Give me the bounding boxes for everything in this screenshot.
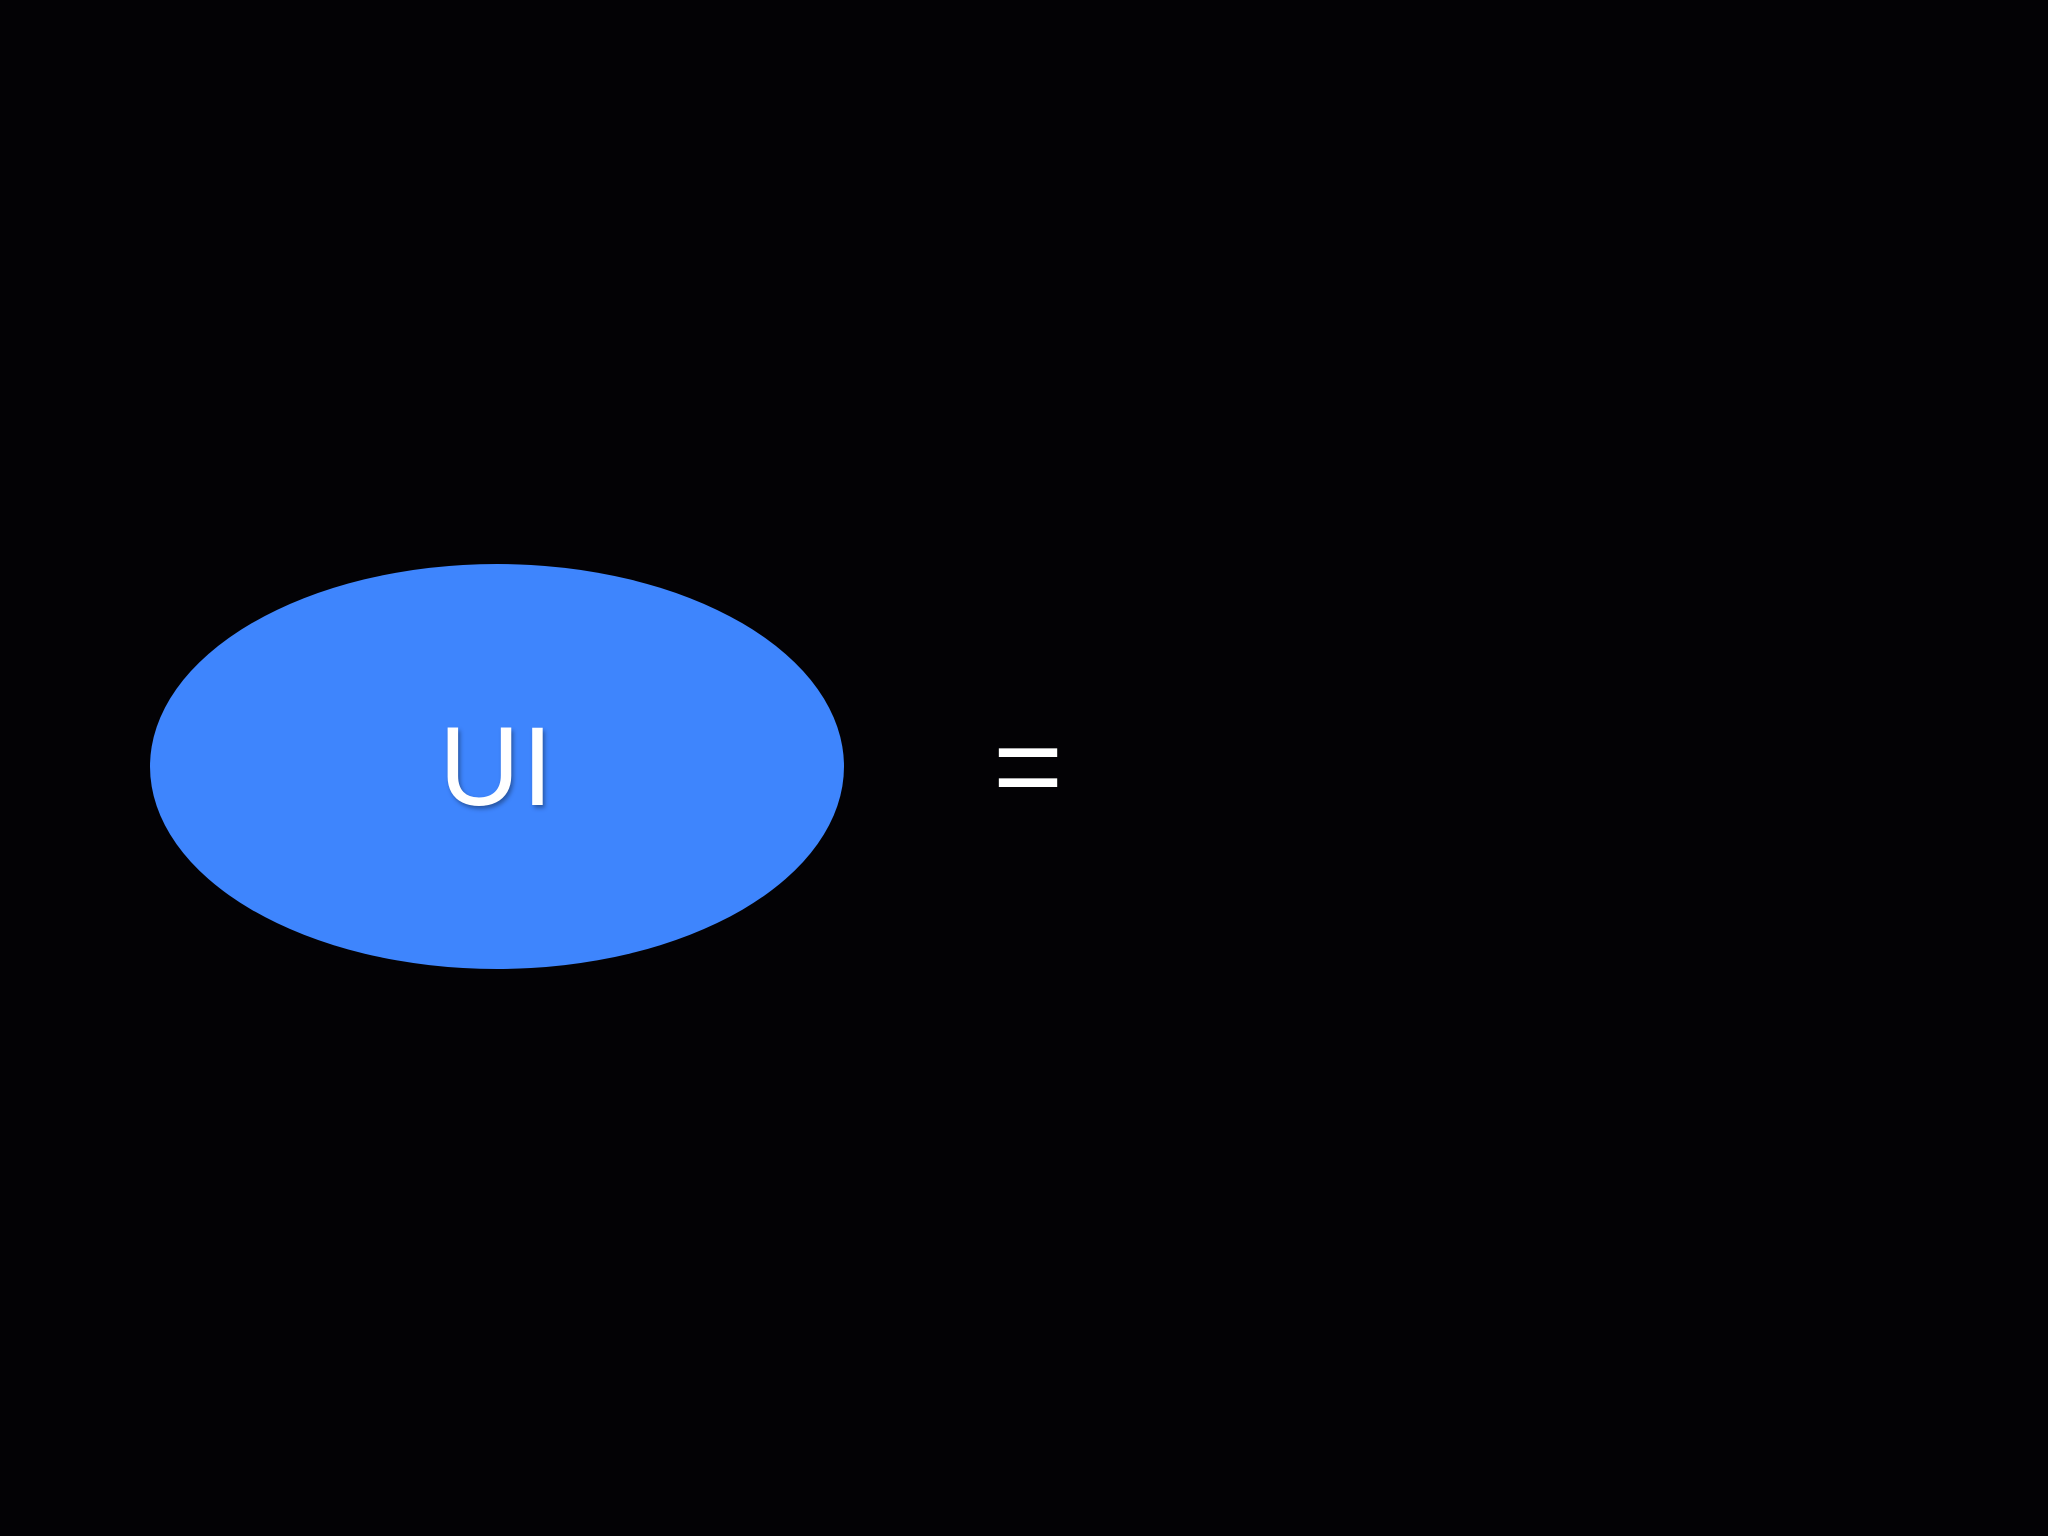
equals-operator: = [992,699,1064,833]
ui-node-label: UI [439,703,555,829]
ui-ellipse-node: UI [150,564,844,969]
